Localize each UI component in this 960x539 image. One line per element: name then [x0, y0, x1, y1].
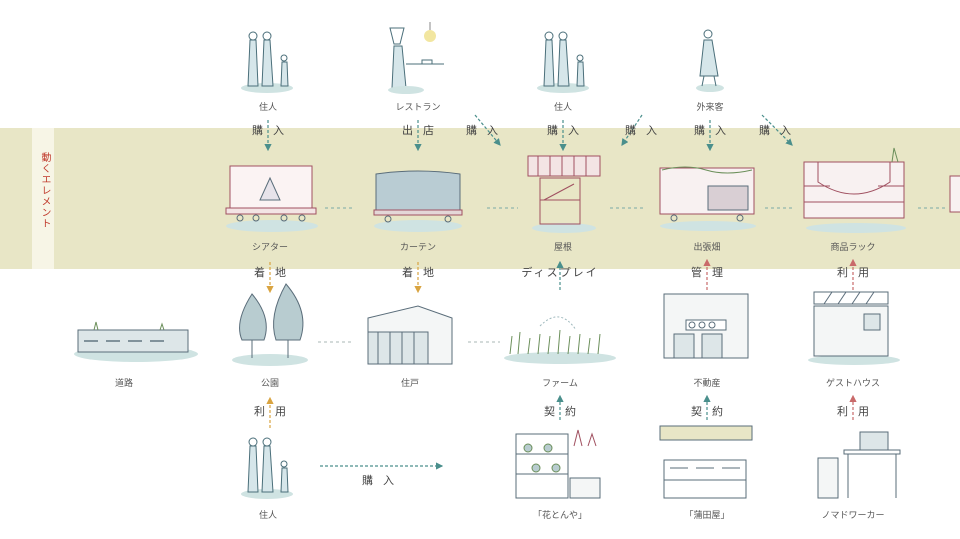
- label-roof: 屋根: [553, 243, 573, 253]
- rel-buy-3: 購入: [547, 124, 589, 137]
- product-rack-figure: [803, 147, 906, 233]
- real-estate-office-figure: [663, 293, 749, 359]
- label-nomad-worker: ノマドワーカー: [821, 511, 885, 521]
- rel-shop: 出店: [402, 124, 444, 137]
- house-figure: [367, 305, 453, 365]
- label-real-estate: 不動産: [693, 379, 721, 389]
- rel-buy-2: 購入: [466, 124, 508, 137]
- kamata-shop-figure: [659, 425, 753, 499]
- rel-use-2: 利用: [254, 405, 296, 418]
- rel-buy-bottom: 購入: [362, 474, 404, 487]
- rel-buy-5: 購入: [694, 124, 736, 137]
- park-trees-figure: [232, 283, 308, 366]
- residents-family-figure: [241, 31, 293, 93]
- moving-elements-band: [0, 128, 960, 269]
- next-element-partial: [949, 175, 960, 213]
- band-title-tab: [32, 128, 54, 269]
- mobile-field-cart-figure: [659, 166, 756, 231]
- roof-frame-figure: [527, 155, 601, 233]
- label-flower-shop: 「花とんや」: [532, 511, 588, 521]
- rel-land-2: 着地: [402, 266, 444, 279]
- rel-manage: 管理: [691, 266, 733, 279]
- curtain-cart-figure: [373, 170, 463, 232]
- rel-buy-1: 購入: [252, 124, 294, 137]
- label-theater: シアター: [251, 243, 289, 253]
- rel-use-1: 利用: [837, 266, 879, 279]
- band-title: 動くエレメント: [39, 152, 50, 229]
- nomad-worker-figure: [817, 431, 901, 499]
- label-park: 公園: [260, 379, 280, 389]
- residents-family-figure-2: [537, 31, 589, 93]
- label-resident-1: 住人: [258, 103, 278, 113]
- label-mobile-field: 出張畑: [693, 243, 721, 253]
- theater-cart-figure: [225, 165, 318, 232]
- label-product-rack: 商品ラック: [830, 243, 876, 253]
- rel-contract-2: 契約: [691, 405, 733, 418]
- flower-shop-figure: [515, 429, 601, 499]
- label-house: 住戸: [400, 379, 420, 389]
- label-restaurant: レストラン: [395, 103, 441, 113]
- label-kamata-shop: 「蒲田屋」: [684, 511, 730, 521]
- residents-family-figure-3: [241, 437, 293, 499]
- rel-contract-1: 契約: [544, 405, 586, 418]
- guesthouse-figure: [808, 291, 900, 365]
- visitor-figure: [696, 29, 724, 92]
- rel-display: ディスプレイ: [521, 266, 599, 279]
- farm-figure: [504, 316, 616, 364]
- rel-buy-6: 購入: [759, 124, 801, 137]
- rel-buy-4: 購入: [625, 124, 667, 137]
- label-farm: ファーム: [542, 379, 578, 389]
- label-resident-3: 住人: [258, 511, 278, 521]
- label-visitor: 外来客: [696, 103, 724, 113]
- label-guesthouse: ゲストハウス: [825, 379, 881, 389]
- label-road: 道路: [114, 379, 134, 389]
- label-curtain: カーテン: [399, 243, 437, 253]
- rel-land-1: 着地: [254, 266, 296, 279]
- label-resident-2: 住人: [553, 103, 573, 113]
- road-figure: [74, 321, 198, 362]
- restaurant-chef-figure: [388, 22, 444, 94]
- rel-use-3: 利用: [837, 405, 879, 418]
